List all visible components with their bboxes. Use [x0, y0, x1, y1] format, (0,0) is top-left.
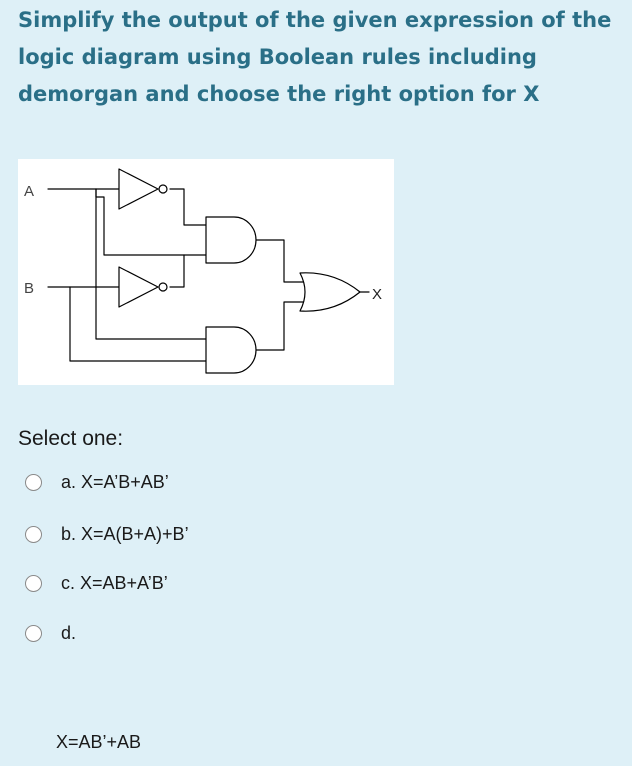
wire-and2-out — [255, 301, 305, 351]
input-label-b: B — [24, 280, 34, 297]
option-d-expression: X=AB’+AB — [56, 732, 142, 752]
logic-diagram-svg: A B X — [24, 168, 382, 374]
option-b[interactable]: b. X=A(B+A)+B’ — [25, 522, 189, 546]
not-gate-a — [118, 168, 168, 210]
or-gate — [299, 272, 361, 312]
option-a[interactable]: a. X=A’B+AB’ — [25, 470, 169, 494]
wire-not-a-out — [169, 188, 207, 226]
option-d-label: d. — [61, 622, 77, 643]
radio-option-d[interactable] — [25, 624, 42, 642]
radio-option-b[interactable] — [25, 525, 42, 543]
input-label-a: A — [24, 183, 34, 200]
wire-not-b-out — [169, 254, 185, 288]
and-gate-upper — [205, 216, 257, 264]
question-text: Simplify the output of the given express… — [18, 8, 612, 106]
option-c-label: c. X=AB+A’B’ — [61, 572, 168, 593]
option-d[interactable]: d. — [25, 621, 76, 645]
option-c[interactable]: c. X=AB+A’B’ — [25, 571, 168, 595]
wire-b-branch — [69, 286, 207, 362]
wire-a-direct — [95, 188, 207, 256]
radio-option-a[interactable] — [25, 473, 42, 491]
logic-diagram: A B X — [18, 159, 394, 385]
output-label-x: X — [372, 286, 382, 303]
wire-a-branch — [95, 188, 207, 340]
and-gate-lower — [205, 326, 257, 374]
select-one-label: Select one: — [18, 427, 124, 450]
radio-option-c[interactable] — [25, 574, 42, 592]
option-b-label: b. X=A(B+A)+B’ — [61, 523, 189, 544]
not-gate-b — [118, 266, 168, 308]
wire-and1-out — [255, 239, 305, 283]
option-a-label: a. X=A’B+AB’ — [61, 471, 169, 492]
